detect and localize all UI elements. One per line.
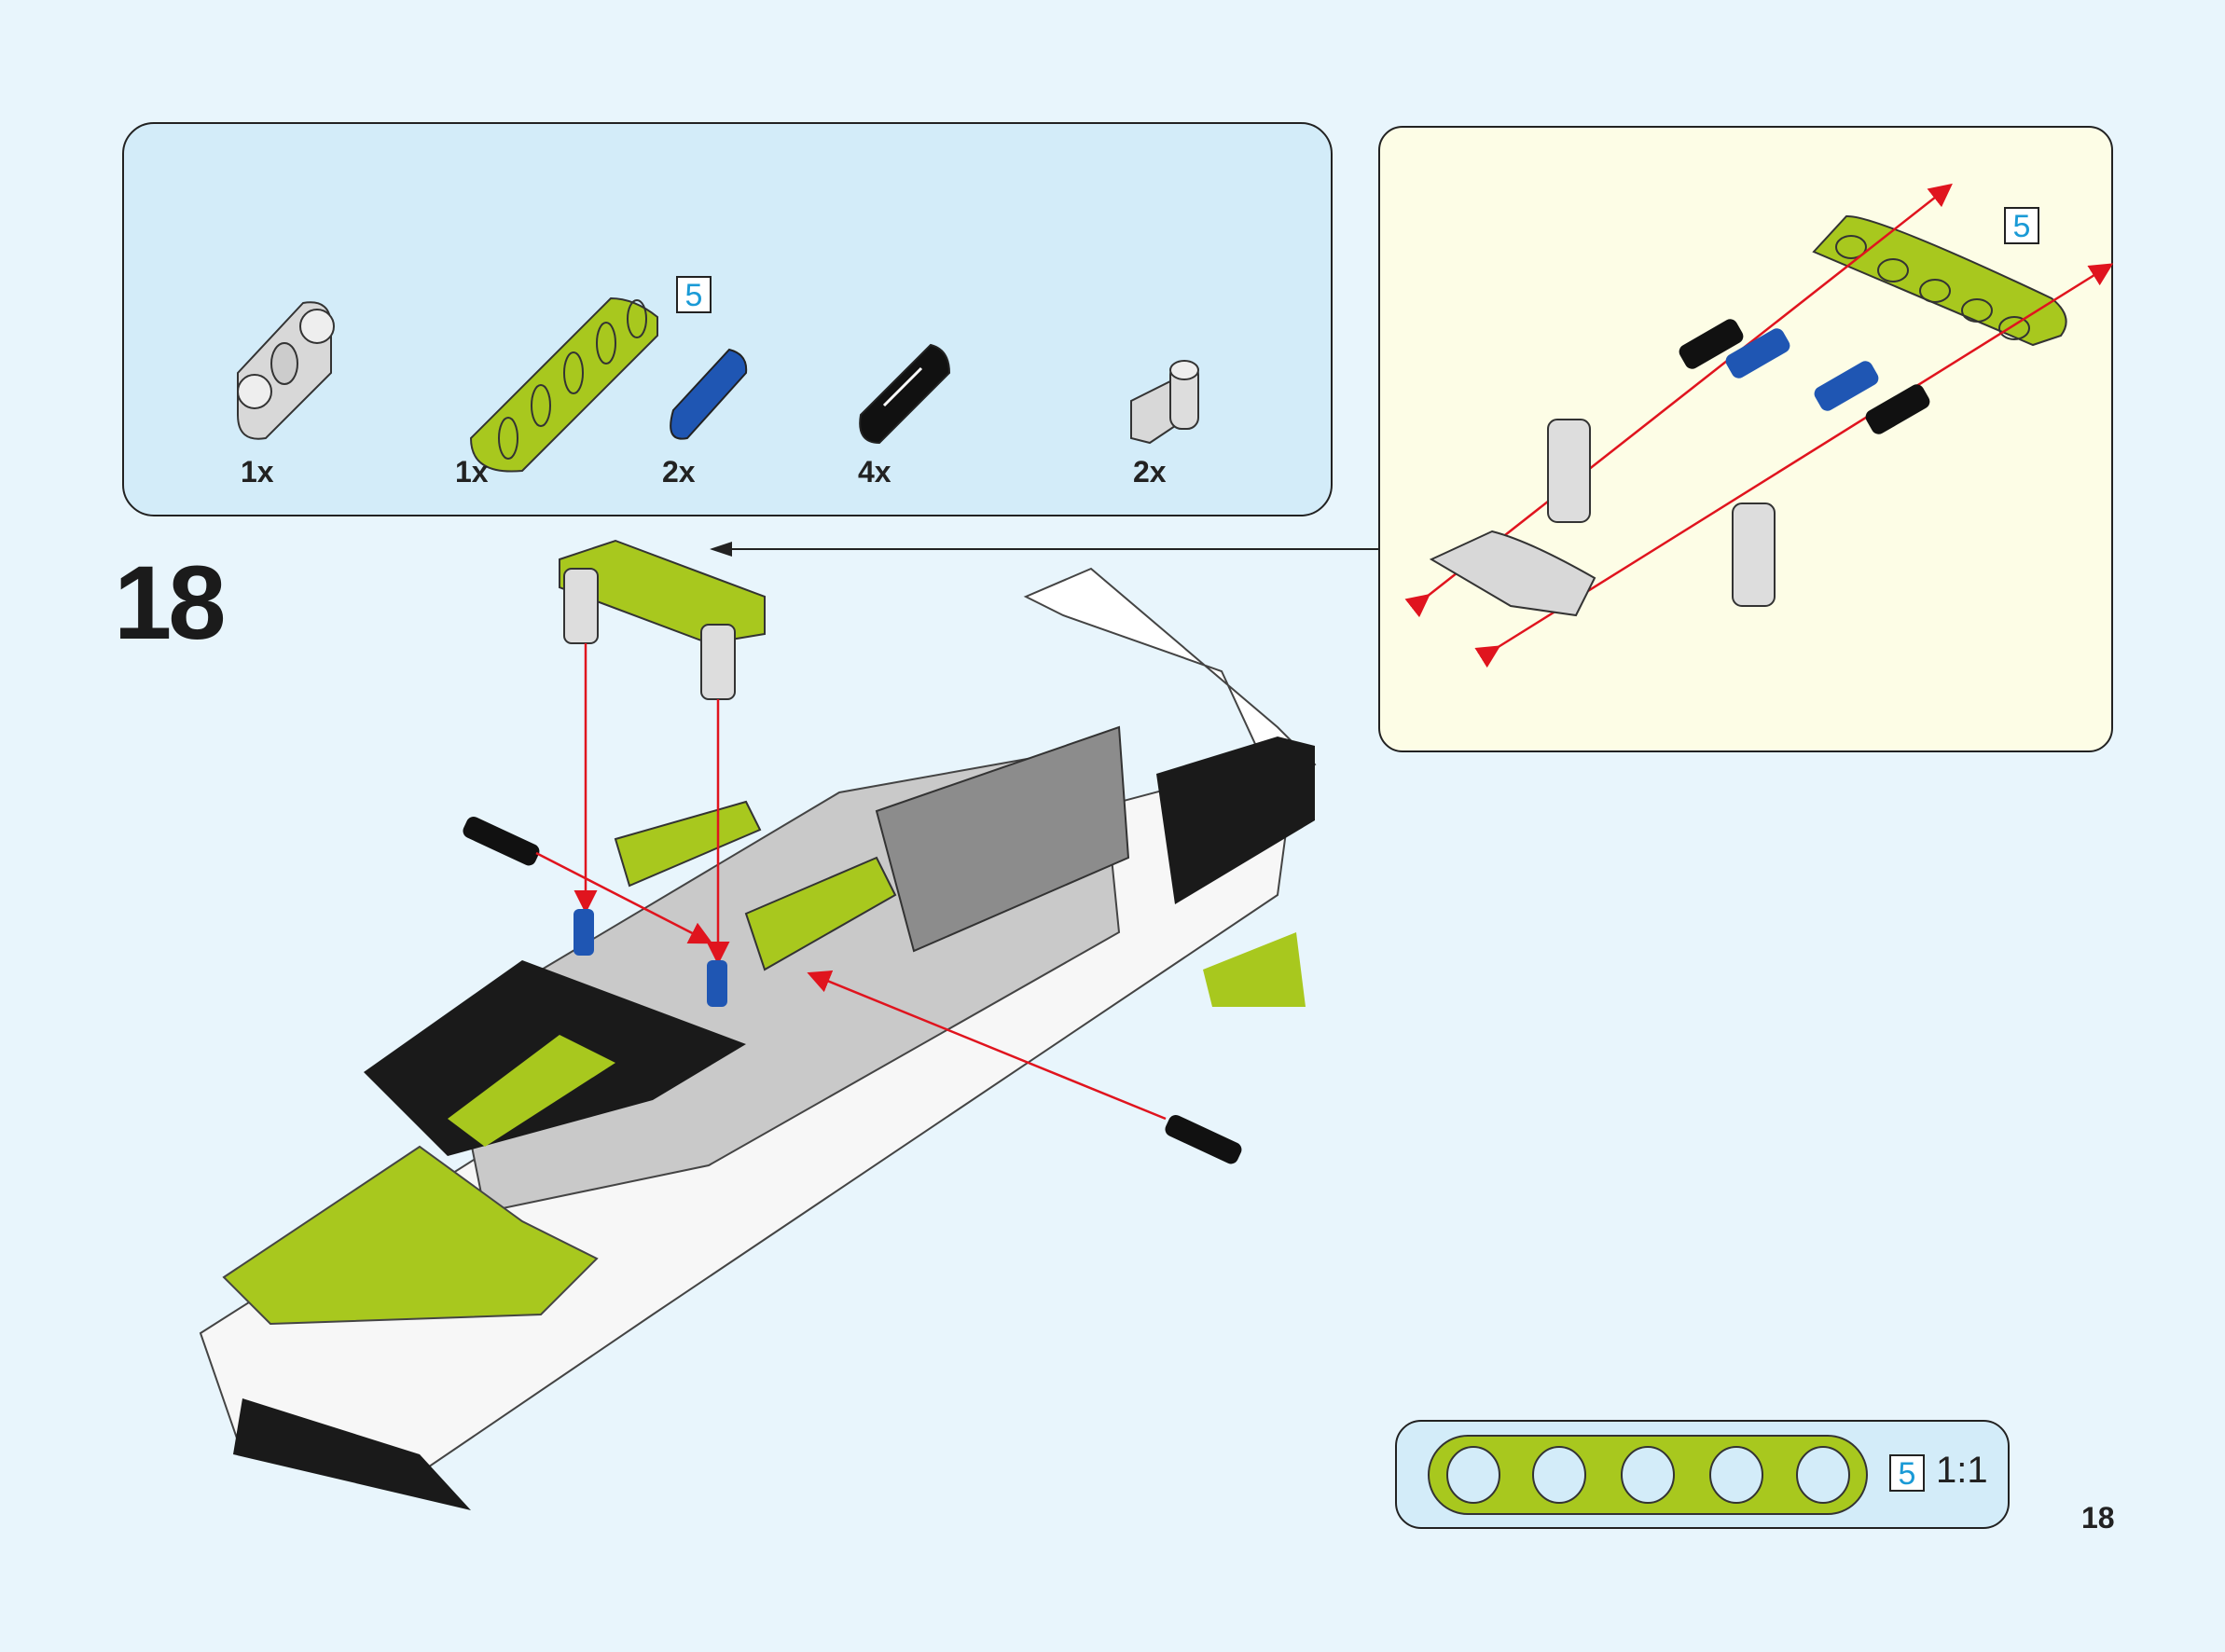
beam-length-label: 5 <box>2004 207 2039 244</box>
angle-connector-icon <box>1130 360 1199 445</box>
blue-axle-pin-icon <box>670 348 748 440</box>
black-friction-pin-icon <box>859 343 951 445</box>
beam-length-label: 5 <box>676 276 712 313</box>
scale-beam-icon <box>1428 1435 1868 1515</box>
part-quantity: 2x <box>1133 455 1167 489</box>
beam-length-label: 5 <box>1889 1454 1925 1492</box>
part-quantity: 1x <box>455 455 489 489</box>
step-number: 18 <box>114 544 227 661</box>
lime-beam-5-icon <box>469 296 658 473</box>
page-number: 18 <box>2081 1501 2115 1535</box>
part-quantity: 2x <box>662 455 696 489</box>
main-model-illustration <box>199 539 1317 1510</box>
part-quantity: 1x <box>241 455 274 489</box>
part-quantity: 4x <box>858 455 891 489</box>
scale-label: 1:1 <box>1936 1450 1988 1491</box>
double-axle-connector-icon <box>237 301 335 440</box>
subassembly-diagram <box>1404 183 2114 668</box>
